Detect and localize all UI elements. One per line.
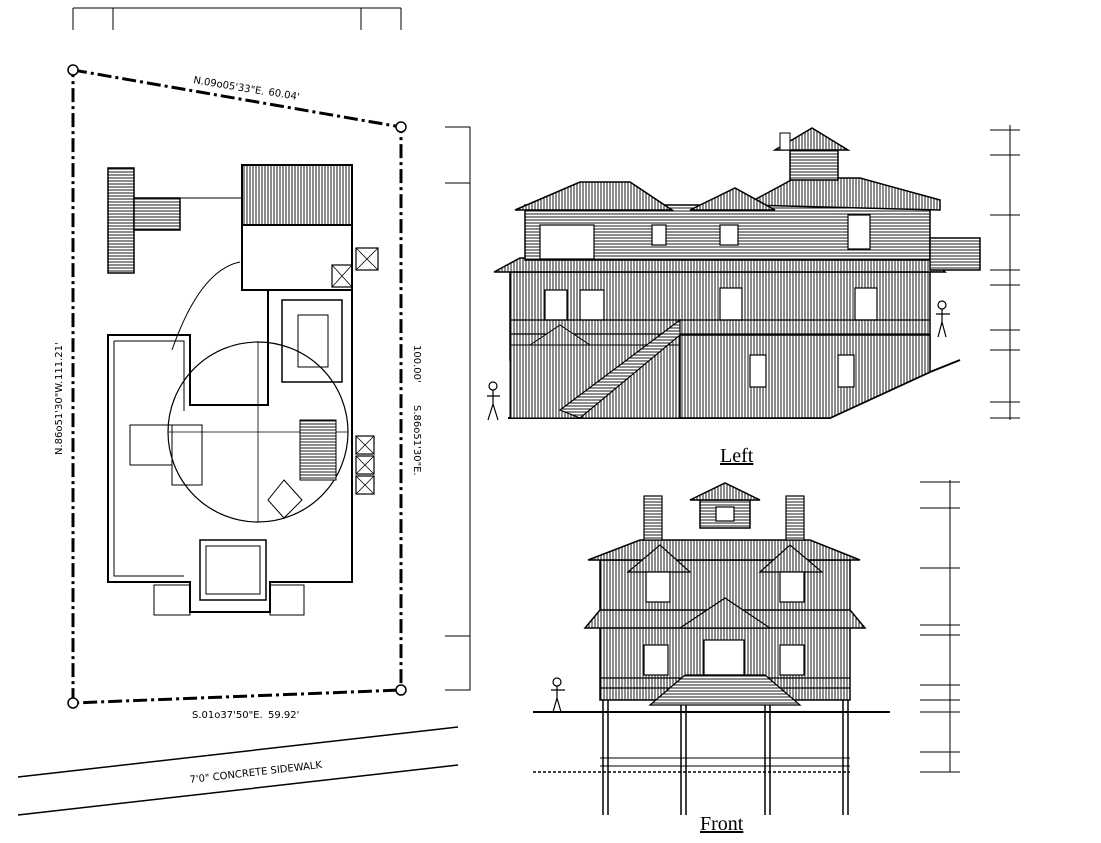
top-reference-lines: [72, 7, 402, 30]
right-distance-label: 100.00': [411, 345, 422, 383]
right-bearing-label: S.86o51'30"E.: [411, 405, 422, 476]
top-distance-label: 60.04': [268, 87, 301, 103]
left-distance-label: 111.21': [54, 342, 65, 380]
bottom-distance-label: 59.92': [268, 710, 299, 721]
bottom-bearing-label: S.01o37'50"E.: [192, 710, 263, 721]
left-elevation-title: Left: [720, 445, 754, 467]
scale-figure-left: [487, 381, 500, 421]
top-bearing-label: N.09o05'33"E.: [193, 75, 266, 98]
front-elevation-title: Front: [700, 813, 744, 835]
concrete-sidewalk: [17, 726, 459, 816]
right-dimension-bracket: [445, 126, 471, 691]
scale-figure-front: [551, 677, 565, 713]
level-marks-front: [920, 480, 960, 773]
left-bearing-label: N.86o51'30"W.: [54, 381, 65, 455]
left-elevation: Left: [487, 125, 1020, 467]
boundary-corner-markers: [67, 64, 407, 709]
level-marks-left: [990, 125, 1020, 420]
site-plan: N.09o05'33"E. 60.04' N.86o51'30"W. 111.2…: [17, 7, 471, 816]
building-floor-plan: [107, 164, 379, 616]
front-elevation: Front: [533, 480, 960, 835]
scale-figure-right: [936, 300, 950, 338]
